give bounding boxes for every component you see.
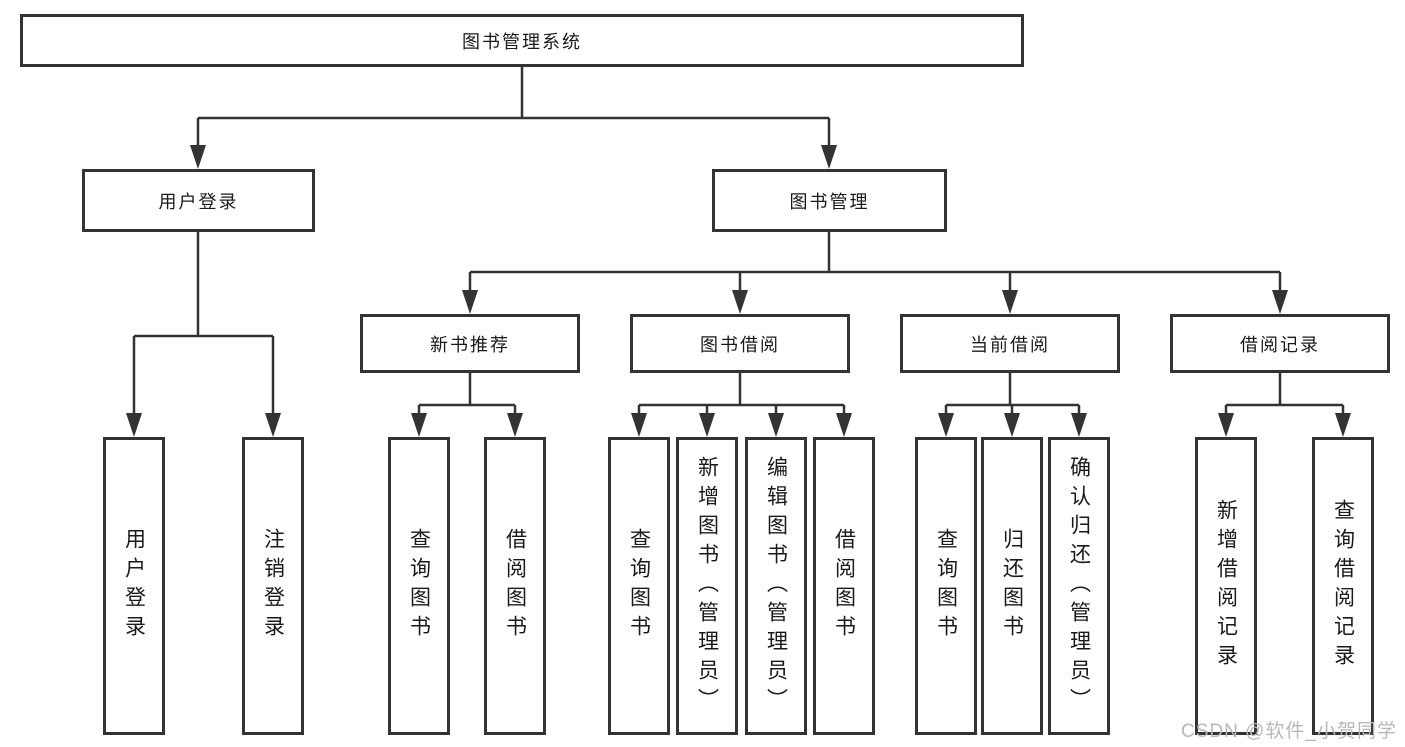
watermark-csdn: CSDN @软件_小贺同学 <box>1181 721 1397 742</box>
leaf-query-books-2: 查询图书 <box>608 437 670 735</box>
node-book-management: 图书管理 <box>712 169 947 232</box>
node-library-management-system: 图书管理系统 <box>20 14 1024 67</box>
leaf-query-books-1: 查询图书 <box>388 437 450 735</box>
node-current-borrowing: 当前借阅 <box>900 314 1120 373</box>
leaf-add-borrow-record: 新增借阅记录 <box>1195 437 1257 735</box>
leaf-borrow-books-2: 借阅图书 <box>813 437 875 735</box>
leaf-add-book-admin: 新增图书（管理员） <box>676 437 738 735</box>
leaf-confirm-return-admin: 确认归还（管理员） <box>1048 437 1110 735</box>
leaf-edit-book-admin: 编辑图书（管理员） <box>745 437 807 735</box>
arrowheads <box>126 145 1351 437</box>
leaf-logout: 注销登录 <box>242 437 304 735</box>
node-user-login: 用户登录 <box>82 169 315 232</box>
leaf-return-book: 归还图书 <box>981 437 1043 735</box>
node-borrowing-records: 借阅记录 <box>1170 314 1390 373</box>
leaf-query-borrow-record: 查询借阅记录 <box>1312 437 1374 735</box>
node-book-borrowing: 图书借阅 <box>630 314 850 373</box>
leaf-borrow-books-1: 借阅图书 <box>484 437 546 735</box>
leaf-query-books-3: 查询图书 <box>915 437 977 735</box>
leaf-user-login: 用户登录 <box>103 437 165 735</box>
node-new-book-recommendation: 新书推荐 <box>360 314 580 373</box>
